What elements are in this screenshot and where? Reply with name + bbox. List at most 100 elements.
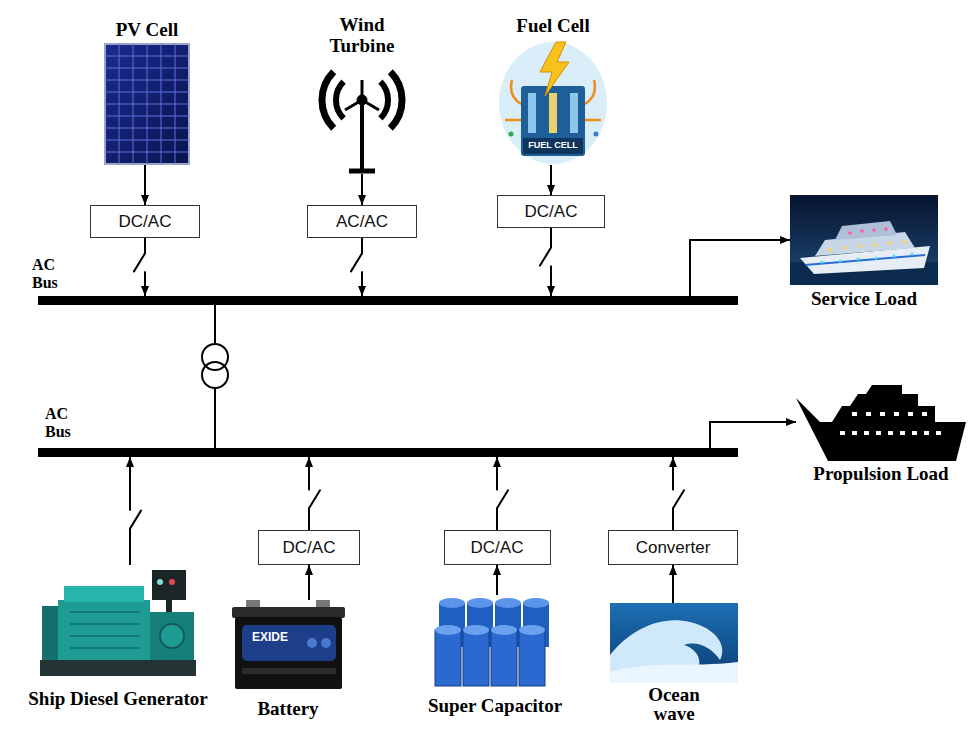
converter-name: DC/AC (471, 538, 524, 558)
source-name: Ship Diesel Generator (28, 688, 207, 710)
ship-deck (835, 221, 897, 240)
cap-top (463, 625, 489, 635)
electrode (570, 93, 578, 133)
night-sky (790, 195, 938, 285)
bus-name: AC Bus (45, 405, 85, 441)
picture-slot (232, 600, 345, 690)
bus-bar: AC Bus (38, 448, 738, 457)
transformer-symbol (202, 344, 228, 388)
wind-turbine-icon (322, 72, 402, 171)
hull-stripe (805, 255, 925, 265)
switch-blade (134, 253, 145, 271)
label-dot (321, 638, 331, 648)
switch-blade (351, 253, 362, 271)
ship-hull (796, 398, 966, 461)
converter-name: DC/AC (119, 212, 172, 232)
power-line (361, 238, 363, 296)
converter-name: AC/AC (336, 212, 388, 232)
supercapacitor-picture (435, 598, 549, 686)
switch-symbols (130, 248, 684, 529)
converter-box: DC/AC (444, 530, 551, 565)
power-line (144, 238, 146, 296)
switch-blade (130, 511, 141, 529)
switch-blade (309, 490, 320, 508)
ship-lights (820, 252, 913, 263)
ship-windows (840, 412, 941, 435)
power-line (690, 240, 790, 296)
cap-top (523, 598, 549, 608)
switch-blade (497, 490, 508, 508)
source-name: Fuel Cell (516, 15, 589, 37)
cell-body (521, 86, 585, 156)
picture-slot (796, 383, 966, 461)
ocean-wave-photo (610, 603, 738, 683)
switch-symbol (540, 248, 551, 266)
ship-lights (828, 240, 907, 252)
source-name: Battery (257, 698, 318, 720)
switch-symbol (309, 490, 320, 508)
source-block: Ocean wave (610, 603, 738, 723)
skid-base (40, 660, 196, 676)
source-block: Super Capacitor (428, 595, 562, 717)
picture-slot (610, 603, 738, 683)
converter-box: DC/AC (90, 205, 200, 238)
source-name: Super Capacitor (428, 695, 562, 717)
turbine-base (349, 169, 375, 174)
load-name: Service Load (811, 288, 917, 310)
electrode (528, 93, 536, 133)
picture-slot (315, 61, 410, 174)
power-line (496, 457, 498, 530)
source-block: Wind Turbine (312, 14, 412, 174)
converter-box: AC/AC (307, 205, 417, 238)
power-line (710, 422, 796, 448)
power-line (308, 565, 310, 600)
brand-text: EXIDE (252, 630, 288, 644)
battery-lid (232, 607, 345, 618)
cap-cylinder (519, 630, 545, 686)
control-post (166, 600, 172, 612)
bus-bar: AC Bus (38, 296, 738, 305)
cap-top (495, 598, 521, 608)
switch-symbol (351, 253, 362, 271)
load-name: Propulsion Load (813, 463, 948, 485)
membrane (549, 93, 557, 133)
cap-cylinder (435, 630, 461, 686)
source-block: Ship Diesel Generator (28, 565, 207, 710)
alternator (150, 612, 194, 660)
source-name: Wind Turbine (312, 14, 412, 56)
source-block: Battery (232, 600, 345, 720)
converter-box: Converter (608, 530, 738, 565)
battery-picture (232, 600, 345, 689)
turbine-blades (345, 80, 379, 110)
sea (610, 603, 738, 683)
name-plate (523, 138, 583, 154)
bus-name: AC Bus (32, 256, 72, 292)
panel-frame (105, 44, 189, 164)
switch-symbol (130, 511, 141, 529)
cruise-ship-photo (790, 195, 938, 285)
picture-ground (499, 42, 607, 164)
cap-cylinder (491, 630, 517, 686)
cylinder-head (64, 586, 144, 602)
power-line (672, 565, 674, 603)
ship-deck (832, 406, 935, 422)
switch-symbol (497, 490, 508, 508)
winding-ground (202, 362, 228, 388)
turbine-tower (360, 100, 364, 170)
fuel-cell-picture (499, 42, 607, 164)
converter-name: Converter (636, 538, 711, 558)
power-line (144, 164, 146, 205)
cap-top (519, 625, 545, 635)
picture-slot (435, 595, 555, 688)
cap-cylinder (463, 630, 489, 686)
battery-label (242, 625, 336, 661)
power-line (496, 565, 498, 595)
source-name: Ocean wave (634, 685, 714, 723)
brand-text: FUEL CELL (528, 140, 577, 151)
converter-name: DC/AC (283, 538, 336, 558)
indicator (157, 579, 163, 585)
turbine-hub (357, 95, 367, 105)
